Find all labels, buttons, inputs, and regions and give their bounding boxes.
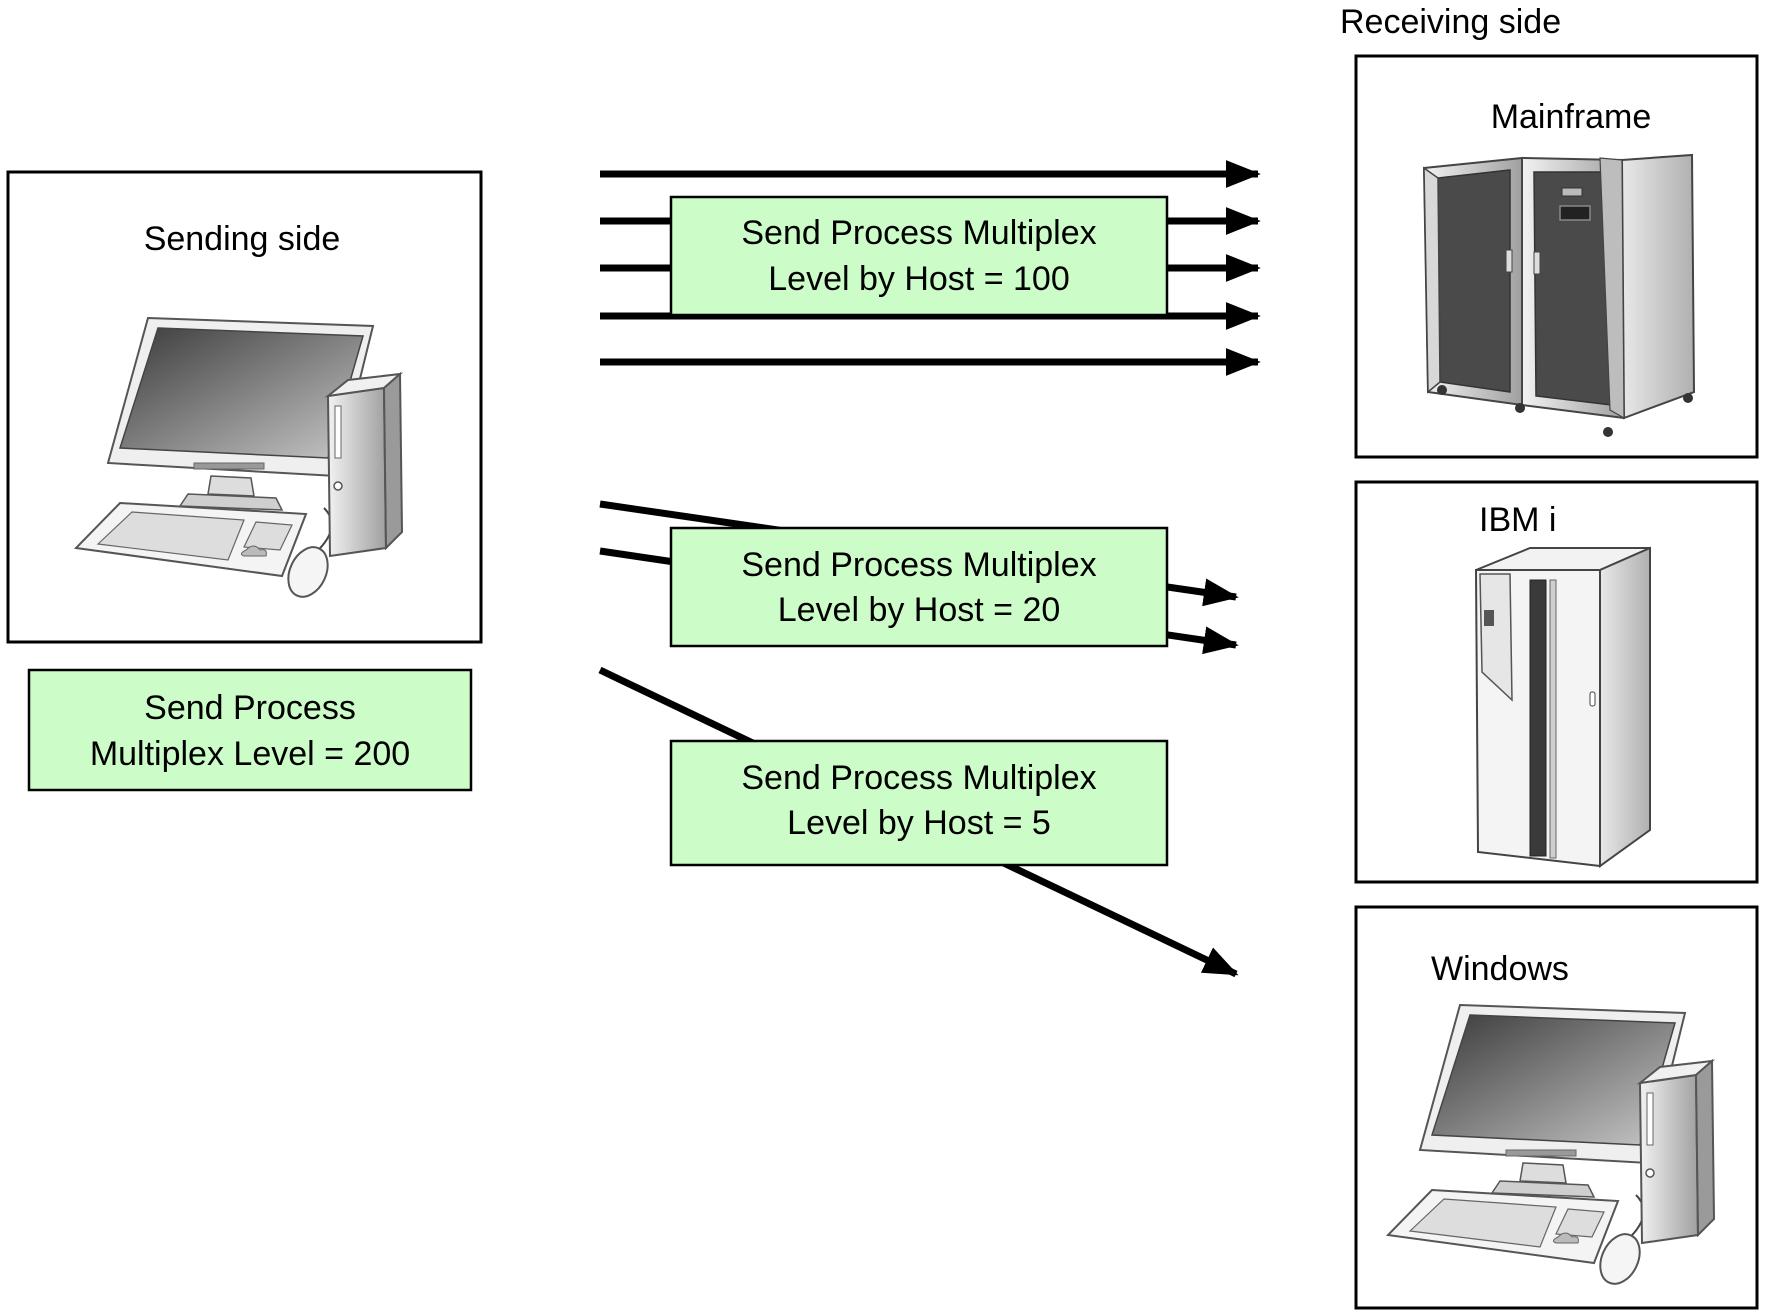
host-multiplex-windows-line1: Send Process Multiplex [741, 759, 1096, 797]
send-process-multiplex-line1: Send Process [144, 689, 356, 727]
host-multiplex-box-ibmi [669, 526, 1169, 648]
host-multiplex-ibmi-line1: Send Process Multiplex [741, 546, 1096, 584]
send-process-multiplex-box [27, 668, 473, 792]
host-multiplex-box-mainframe [669, 195, 1169, 317]
windows-label: Windows [1431, 950, 1569, 988]
send-process-multiplex-line2: Multiplex Level = 200 [90, 735, 410, 773]
host-multiplex-box-windows [669, 739, 1169, 867]
host-multiplex-ibmi-line2: Level by Host = 20 [778, 591, 1061, 629]
mainframe-label: Mainframe [1491, 98, 1652, 136]
host-multiplex-mainframe-line2: Level by Host = 100 [768, 260, 1069, 298]
host-multiplex-mainframe-line1: Send Process Multiplex [741, 214, 1096, 252]
sending-side-title: Sending side [144, 220, 341, 258]
host-multiplex-windows-line2: Level by Host = 5 [787, 804, 1051, 842]
receiving-side-header: Receiving side [1340, 3, 1561, 41]
mainframe-icon [1422, 153, 1696, 437]
ibmi-label: IBM i [1479, 501, 1556, 539]
ibmi-server-icon [1474, 546, 1651, 868]
